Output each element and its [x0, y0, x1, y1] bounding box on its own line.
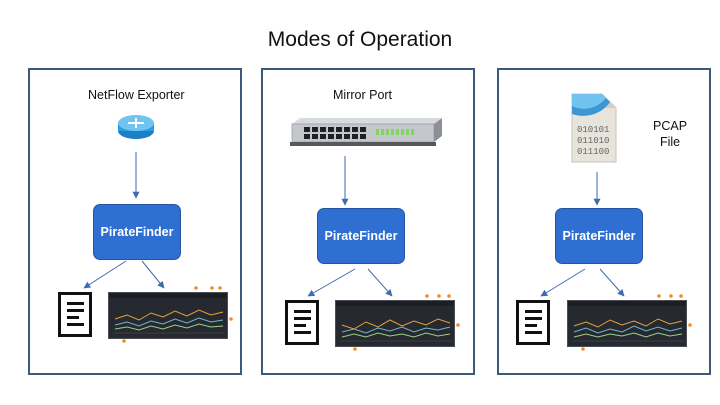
pirate-finder-node: PirateFinder	[317, 208, 405, 264]
document-icon	[516, 300, 550, 345]
pirate-finder-node: PirateFinder	[555, 208, 643, 264]
highlight-dots	[581, 294, 692, 351]
pirate-finder-node: PirateFinder	[93, 204, 181, 260]
network-switch-icon	[290, 118, 442, 146]
panel-netflow: NetFlow Exporter PirateFinder	[28, 68, 242, 375]
dashboard-screenshot	[567, 300, 687, 347]
pcap-bits-line: 011100	[577, 147, 609, 157]
arrow-pirate-to-report	[540, 268, 586, 297]
highlight-dots	[353, 294, 460, 351]
arrow-pirate-to-dashboard	[141, 260, 165, 289]
dashboard-screenshot	[335, 300, 455, 347]
document-icon	[58, 292, 92, 337]
panel-label: PCAP File	[653, 118, 687, 150]
document-icon	[285, 300, 319, 345]
arrow-pirate-to-report	[83, 260, 127, 289]
panel-pcap-file: 010101 011010 011100 PCAP File PirateFin…	[497, 68, 711, 375]
arrow-pirate-to-report	[307, 268, 356, 297]
pcap-bits-line: 011010	[577, 136, 609, 146]
arrow-pirate-to-dashboard	[367, 268, 393, 297]
highlight-dots	[122, 286, 233, 343]
router-icon	[118, 115, 154, 139]
panel-mirror-port: Mirror Port PirateFinder	[261, 68, 475, 375]
panel-label-line: PCAP	[653, 119, 688, 133]
diagram-title: Modes of Operation	[267, 28, 453, 51]
dashboard-screenshot	[108, 292, 228, 339]
panel-label: NetFlow Exporter	[88, 88, 185, 102]
panel-label: Mirror Port	[333, 88, 393, 102]
panel-label-line: File	[659, 135, 681, 149]
pcap-bits-line: 010101	[577, 125, 609, 135]
arrow-pirate-to-dashboard	[599, 268, 625, 297]
pcap-file-icon: 010101 011010 011100	[571, 93, 617, 163]
